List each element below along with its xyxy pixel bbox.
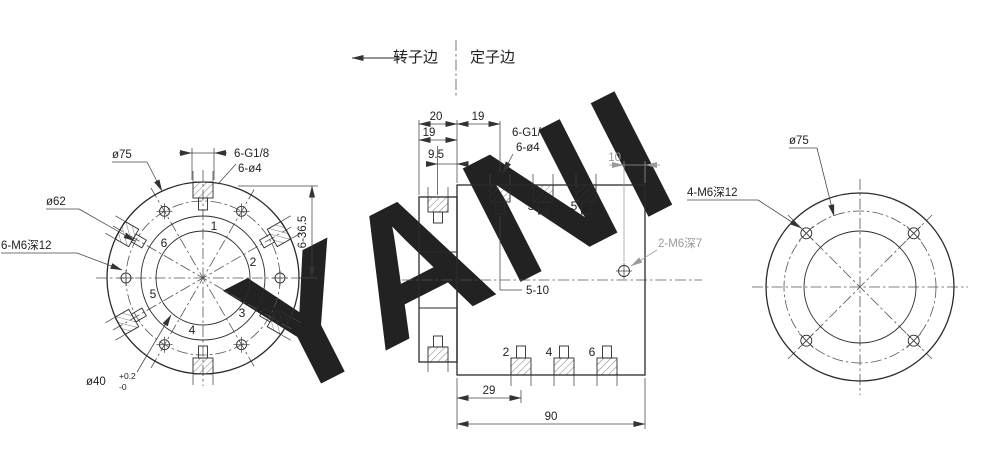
- front-port-number-5: 5: [150, 287, 157, 301]
- front-bore-callout: ø40 +0.2 -0: [86, 314, 172, 392]
- front-dia75-callout: ø75: [112, 149, 163, 192]
- section-dim-10: 10: [608, 152, 660, 262]
- front-port-number-6: 6: [161, 236, 168, 250]
- dim-20-label: 20: [430, 111, 443, 123]
- front-port-number-1: 1: [211, 219, 218, 233]
- front-port-4: [192, 345, 214, 385]
- front-port-number-3: 3: [239, 306, 246, 320]
- front-port-5: [105, 307, 147, 341]
- front-bore-label: ø40: [86, 376, 106, 388]
- rear-bolt-circle: [783, 210, 937, 364]
- front-dia75-label: ø75: [112, 149, 132, 161]
- port-pitch-label: 5-10: [526, 285, 549, 297]
- dim-10-label: 10: [608, 152, 621, 164]
- section-port-number-4: 4: [546, 345, 553, 359]
- front-port-2: [259, 215, 301, 249]
- front-inner-circle: [140, 215, 266, 341]
- front-port-spec-callout: 6-G1/8 6-ø4: [179, 148, 269, 185]
- section-port-number-5: 5: [571, 199, 578, 213]
- front-dia62-callout: ø62: [46, 196, 136, 242]
- front-radial-dim: 6-36.5: [238, 185, 318, 279]
- rear-view: ø75 4-M6深12: [687, 135, 968, 395]
- dim-29-label: 29: [483, 385, 496, 397]
- front-bolt-holes: [118, 203, 288, 353]
- front-view: 1 2 3 4 5 6 ø75 6-G1/8 6-ø4 ø62: [1, 148, 318, 392]
- dim-19-top-label: 19: [472, 111, 485, 123]
- rear-dia75-callout: ø75: [789, 135, 835, 217]
- section-port-hole-label: 6-ø4: [516, 142, 540, 154]
- rear-inner-circle: [803, 230, 917, 344]
- section-side-hole-callout: 2-M6深7: [630, 236, 702, 267]
- dim-90-label: 90: [545, 411, 558, 423]
- front-port-thread-label: 6-G1/8: [234, 148, 269, 160]
- section-port-number-6: 6: [589, 345, 596, 359]
- front-bolt-note-label: 6-M6深12: [1, 238, 52, 252]
- rotor-side-label: 转子边: [393, 49, 438, 66]
- front-port-1: [192, 171, 214, 211]
- front-port-3: [259, 307, 301, 341]
- section-port-number-2: 2: [503, 345, 510, 359]
- section-top-ports: 1 3 5: [485, 174, 597, 215]
- rear-bolt-note-callout: 4-M6深12: [687, 185, 802, 229]
- section-pitch-callout: 5-10: [499, 216, 549, 297]
- rear-bolt-holes: [799, 226, 921, 348]
- front-radial-dim-label: 6-36.5: [297, 216, 309, 249]
- front-port-hole-label: 6-ø4: [238, 163, 262, 175]
- front-bore-tol-lower: -0: [119, 382, 127, 392]
- section-view: 1 3 5 2 4 6: [402, 111, 702, 429]
- dim-9-5-label: 9.5: [428, 149, 444, 161]
- section-port-spec-callout: 6-G1/8 6-ø4: [502, 127, 547, 174]
- front-bore-circle: [155, 230, 251, 326]
- front-port-number-4: 4: [189, 323, 196, 337]
- front-dia62-label: ø62: [46, 196, 66, 208]
- stator-side-label: 定子边: [470, 49, 515, 66]
- section-port-thread-label: 6-G1/8: [512, 127, 547, 139]
- section-port-number-3: 3: [528, 199, 535, 213]
- section-bottom-dims: 29 90: [456, 378, 646, 429]
- side-holes-label: 2-M6深7: [658, 236, 702, 250]
- rear-outer-circle: [765, 192, 955, 382]
- dim-19-left-label: 19: [423, 127, 436, 139]
- front-bore-tol-upper: +0.2: [119, 371, 136, 381]
- front-port-number-2: 2: [250, 255, 257, 269]
- header: 转子边 定子边: [351, 40, 515, 97]
- front-port-numbers: 1 2 3 4 5 6: [150, 219, 257, 337]
- section-top-dims: 20 19 19 9.5: [418, 111, 501, 195]
- section-bottom-ports: 2 4 6: [503, 345, 618, 386]
- front-bolt-note-callout: 6-M6深12: [1, 238, 123, 271]
- rear-bolt-note-label: 4-M6深12: [687, 185, 738, 199]
- section-port-number-1: 1: [485, 199, 492, 213]
- rear-dia75-label: ø75: [789, 135, 809, 147]
- section-side-hole: [616, 263, 632, 279]
